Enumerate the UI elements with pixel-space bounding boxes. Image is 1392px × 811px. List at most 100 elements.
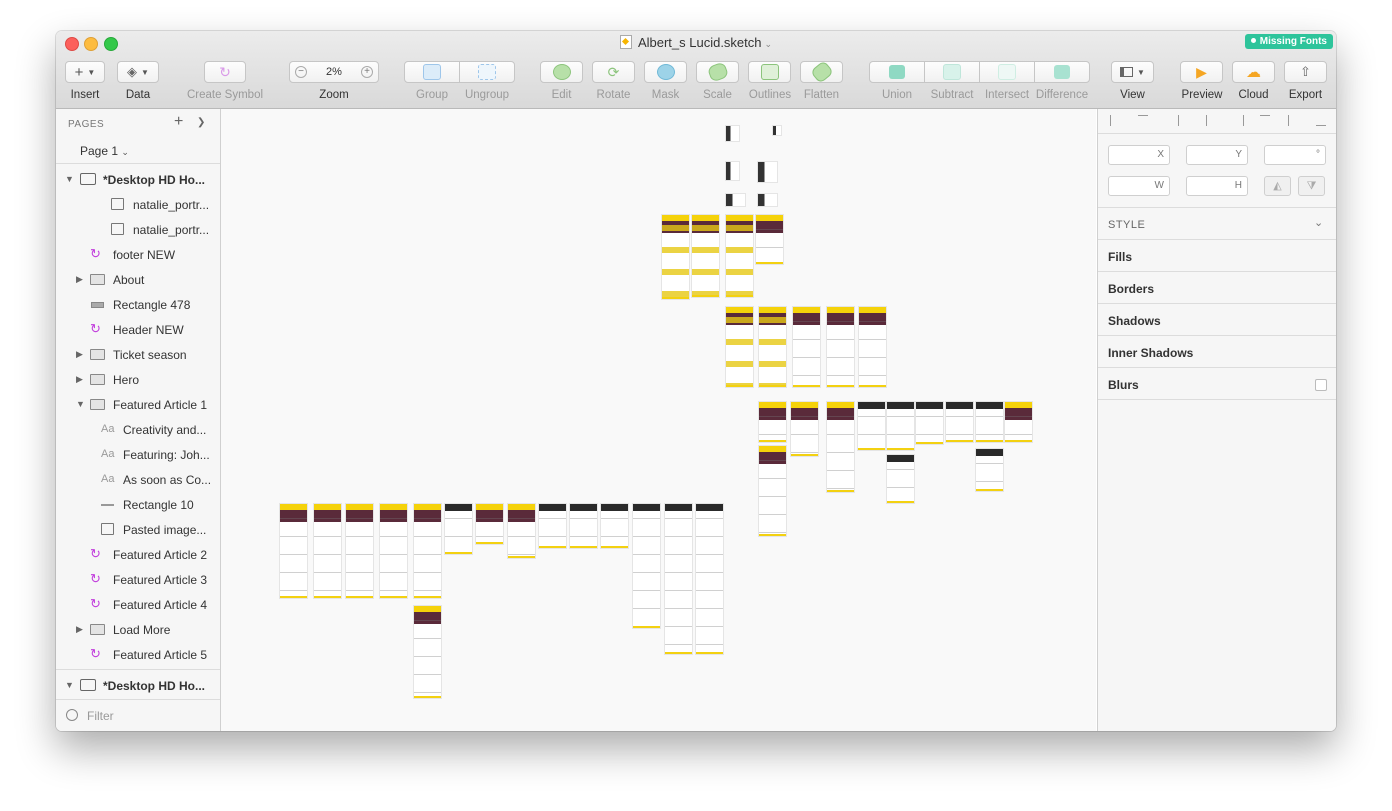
layer-symbol[interactable]: ↻Header NEW: [90, 321, 184, 337]
artboard-thumbnail[interactable]: [946, 402, 973, 442]
layer-artboard[interactable]: ▼*Desktop HD Ho...: [65, 173, 206, 187]
rotate-button[interactable]: ⟳: [592, 61, 635, 83]
artboard-thumbnail[interactable]: [346, 504, 373, 598]
artboard-thumbnail[interactable]: [859, 307, 886, 387]
layer-symbol[interactable]: ↻Featured Article 4: [90, 596, 208, 612]
zoom-out-icon[interactable]: −: [295, 66, 307, 78]
blur-checkbox[interactable]: [1315, 379, 1327, 391]
layer-symbol[interactable]: ↻Featured Article 2: [90, 546, 208, 562]
artboard-thumbnail[interactable]: [827, 307, 854, 387]
layer-image[interactable]: Pasted image...: [56, 517, 220, 542]
layer-line[interactable]: Rectangle 10: [56, 492, 220, 517]
document-title[interactable]: Albert_s Lucid.sketch⌄: [56, 35, 1336, 50]
disclosure-open-icon[interactable]: ▼: [76, 399, 85, 409]
rotation-field[interactable]: °: [1264, 145, 1326, 165]
maximize-window-button[interactable]: [104, 37, 118, 51]
artboard-thumbnail[interactable]: [858, 402, 885, 450]
zoom-in-icon[interactable]: +: [361, 66, 373, 78]
artboard-thumbnail[interactable]: [758, 162, 777, 182]
align-center-icon[interactable]: [1206, 115, 1216, 126]
artboard-thumbnail[interactable]: [793, 307, 820, 387]
artboard-thumbnail[interactable]: [791, 402, 818, 456]
layer-group[interactable]: ▶About: [76, 273, 145, 287]
filter-input[interactable]: Filter: [87, 709, 114, 723]
distribute-vertical-icon[interactable]: [1138, 115, 1148, 126]
artboard-thumbnail[interactable]: [570, 504, 597, 548]
align-top-icon[interactable]: [1260, 115, 1270, 126]
artboard-thumbnail[interactable]: [692, 215, 719, 297]
borders-section[interactable]: Borders: [1098, 271, 1336, 304]
artboard-thumbnail[interactable]: [726, 215, 753, 297]
layer-group[interactable]: ▶Ticket season: [76, 348, 187, 362]
page-selector[interactable]: Page 1 ⌄: [80, 144, 129, 158]
cloud-button[interactable]: ☁: [1232, 61, 1275, 83]
difference-button[interactable]: [1034, 61, 1090, 83]
layer-symbol[interactable]: ↻footer NEW: [90, 246, 176, 262]
artboard-thumbnail[interactable]: [759, 402, 786, 442]
view-button[interactable]: ▼: [1111, 61, 1154, 83]
artboard-thumbnail[interactable]: [280, 504, 307, 598]
disclosure-closed-icon[interactable]: ▶: [76, 349, 83, 359]
fills-section[interactable]: Fills: [1098, 239, 1336, 272]
intersect-button[interactable]: [979, 61, 1035, 83]
artboard-thumbnail[interactable]: [601, 504, 628, 548]
layer-rectangle[interactable]: Rectangle 478: [56, 292, 220, 317]
align-bottom-icon[interactable]: [1316, 115, 1326, 126]
outlines-button[interactable]: [748, 61, 791, 83]
x-field[interactable]: X: [1108, 145, 1170, 165]
artboard-thumbnail[interactable]: [887, 402, 914, 450]
data-button[interactable]: ◈▼: [117, 61, 159, 83]
artboard-thumbnail[interactable]: [696, 504, 723, 654]
align-left-icon[interactable]: [1178, 115, 1188, 126]
zoom-control[interactable]: − 2% +: [289, 61, 379, 83]
flip-horizontal-button[interactable]: ◭: [1264, 176, 1291, 196]
mask-button[interactable]: [644, 61, 687, 83]
artboard-thumbnail[interactable]: [445, 504, 472, 554]
artboard-thumbnail[interactable]: [976, 402, 1003, 442]
layer-symbol[interactable]: ↻Featured Article 3: [90, 571, 208, 587]
artboard-thumbnail[interactable]: [756, 215, 783, 264]
export-button[interactable]: ⇧: [1284, 61, 1327, 83]
subtract-button[interactable]: [924, 61, 980, 83]
create-symbol-button[interactable]: ↻: [204, 61, 246, 83]
insert-button[interactable]: +▼: [65, 61, 105, 83]
distribute-horizontal-icon[interactable]: [1110, 115, 1120, 126]
artboard-thumbnail[interactable]: [414, 504, 441, 598]
artboard-thumbnail[interactable]: [916, 402, 943, 444]
artboard-thumbnail[interactable]: [726, 126, 739, 141]
layer-artboard[interactable]: ▼*Desktop HD Ho...: [65, 679, 206, 693]
disclosure-closed-icon[interactable]: ▶: [76, 374, 83, 384]
flip-vertical-button[interactable]: ⧩: [1298, 176, 1325, 196]
layer-group[interactable]: ▼Featured Article 1: [76, 398, 208, 412]
inner-shadows-section[interactable]: Inner Shadows: [1098, 335, 1336, 368]
filter-bar[interactable]: Filter: [56, 699, 220, 731]
height-field[interactable]: H: [1186, 176, 1248, 196]
missing-fonts-badge[interactable]: Missing Fonts: [1244, 34, 1333, 49]
union-button[interactable]: [869, 61, 925, 83]
layer-image[interactable]: natalie_portr...: [56, 217, 220, 242]
artboard-thumbnail[interactable]: [633, 504, 660, 628]
ungroup-button[interactable]: [459, 61, 515, 83]
align-middle-icon[interactable]: [1288, 115, 1298, 126]
artboard-thumbnail[interactable]: [758, 194, 777, 206]
artboard-thumbnail[interactable]: [726, 194, 745, 206]
disclosure-open-icon[interactable]: ▼: [65, 174, 74, 184]
width-field[interactable]: W: [1108, 176, 1170, 196]
artboard-thumbnail[interactable]: [476, 504, 503, 544]
disclosure-closed-icon[interactable]: ▶: [76, 274, 83, 284]
artboard-thumbnail[interactable]: [726, 162, 739, 180]
preview-button[interactable]: ▶: [1180, 61, 1223, 83]
artboard-thumbnail[interactable]: [665, 504, 692, 654]
collapse-pages-icon[interactable]: ❯: [197, 117, 206, 128]
add-page-icon[interactable]: +: [174, 113, 184, 130]
layer-symbol[interactable]: ↻Featured Article 5: [90, 646, 208, 662]
align-right-icon[interactable]: [1234, 115, 1244, 126]
flatten-button[interactable]: [800, 60, 843, 84]
group-button[interactable]: [404, 61, 460, 83]
y-field[interactable]: Y: [1186, 145, 1248, 165]
artboard-thumbnail[interactable]: [726, 307, 753, 387]
close-window-button[interactable]: [65, 37, 79, 51]
